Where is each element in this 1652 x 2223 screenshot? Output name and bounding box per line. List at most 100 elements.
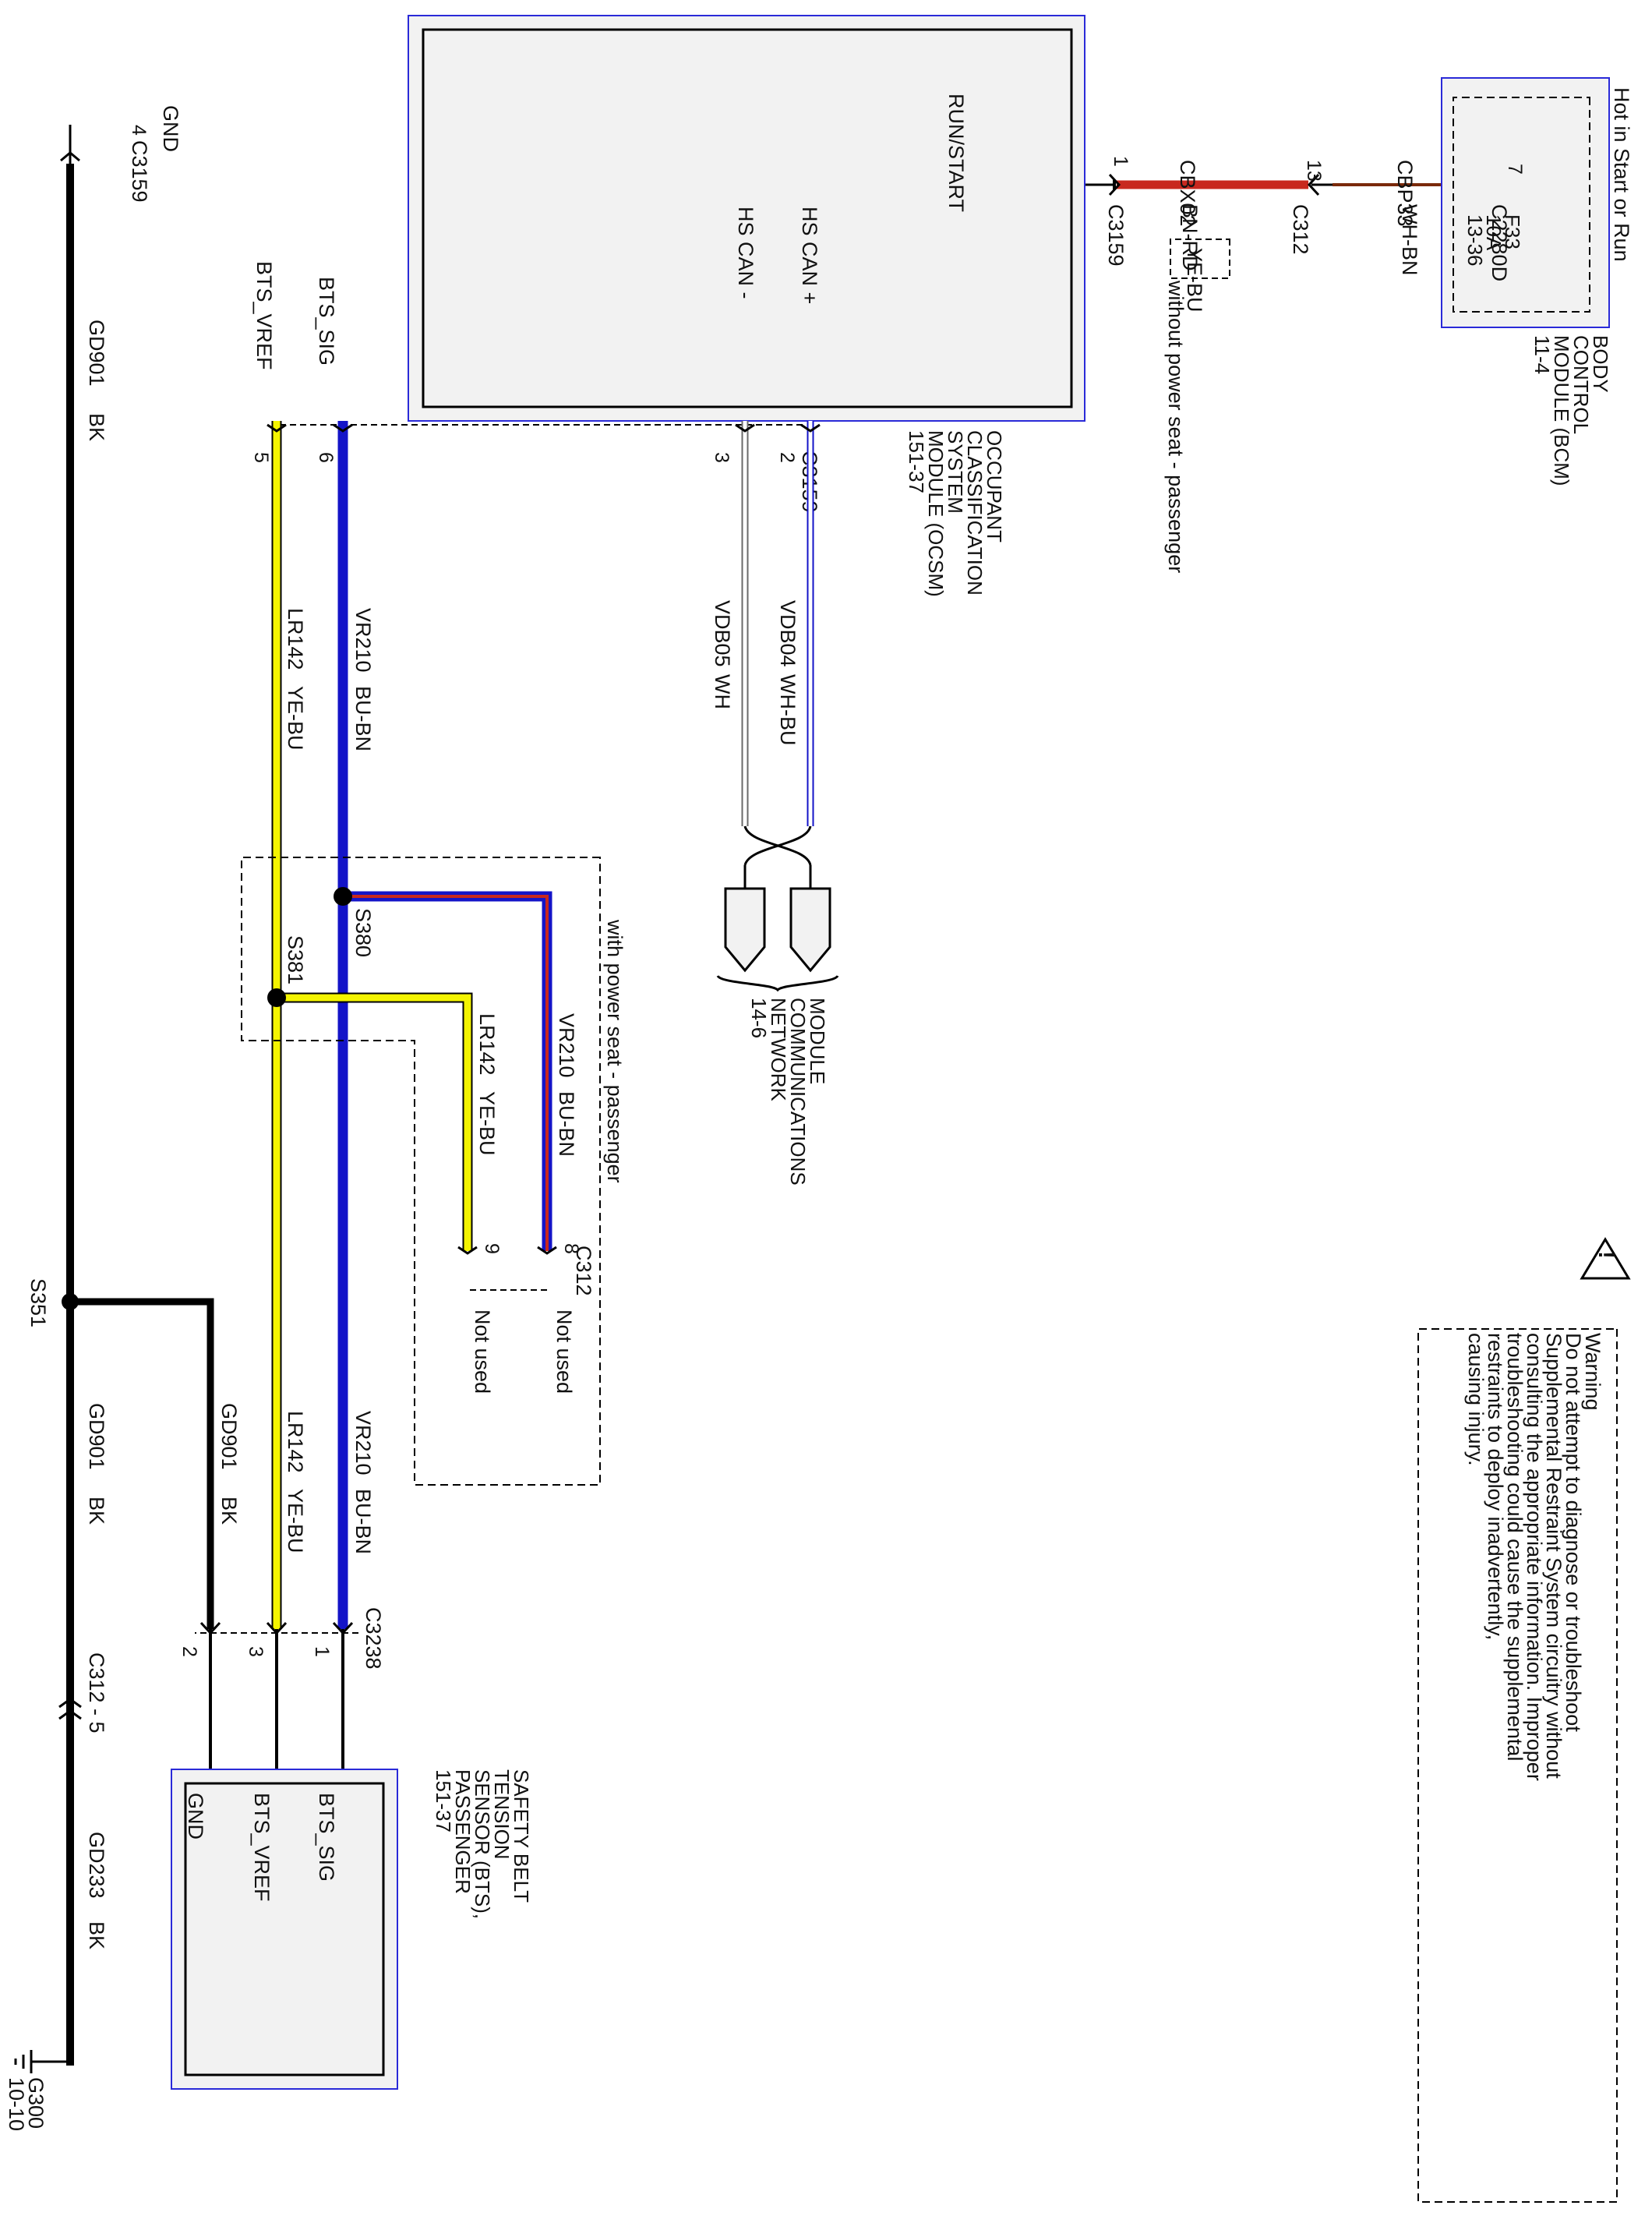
ocsm-run-start: RUN/START — [944, 94, 968, 212]
ocsm-bts-vref: BTS_VREF — [252, 261, 276, 370]
s380-label: S380 — [351, 908, 375, 957]
warning-line-5: restraints to deploy inadvertently, — [1484, 1333, 1507, 1640]
network-brace — [716, 974, 839, 992]
conn-c3159-power: C3159 — [1104, 204, 1128, 267]
ocsm-gnd: GND — [159, 105, 182, 152]
bts-sig-label: BTS_SIG — [315, 1793, 338, 1882]
warning-line-4: troubleshooting could cause the suppleme… — [1503, 1333, 1527, 1761]
bcm-box — [1441, 77, 1610, 328]
lr142-label-2: LR142 — [475, 1013, 499, 1076]
lr142-label-3: LR142 — [284, 1411, 307, 1473]
c3238-pin2-terminal — [199, 1621, 221, 1635]
c3238-pin2: 2 — [178, 1646, 200, 1657]
wire-lr142-branch — [277, 994, 471, 1251]
c3238-pin1: 1 — [311, 1646, 333, 1657]
lr142-color-2: YE-BU — [475, 1091, 499, 1156]
bts-box — [171, 1769, 398, 2090]
c312-5-terminal-a — [58, 1698, 82, 1709]
bcm-module: Hot in Start or Run F33 10A 13-36 BODY C… — [1441, 77, 1633, 486]
fuse-name: F33 — [1501, 214, 1524, 249]
c312-5-terminal-b — [58, 1709, 82, 1720]
conn-c312: C312 — [1289, 204, 1312, 255]
network-name-1: MODULE — [806, 998, 829, 1084]
pin-c3159-power: 1 — [1110, 156, 1131, 167]
network-connector-plus — [789, 887, 831, 973]
lr142-color-3: YE-BU — [284, 1489, 307, 1553]
c312-power-terminal — [1307, 173, 1320, 196]
warning-line-2: Supplemental Restraint System circuitry … — [1542, 1333, 1566, 1779]
lr142-label-1: LR142 — [284, 608, 307, 670]
ocsm-hs-can-minus: HS CAN - — [734, 207, 757, 299]
bts-name-5: 151-37 — [432, 1769, 455, 1832]
warning-line-6: causing injury. — [1464, 1333, 1488, 1466]
conn-c2280d: C2280D — [1488, 204, 1511, 281]
ocsm-inner-box — [422, 28, 1073, 408]
pin-c2280d: 7 — [1504, 164, 1526, 175]
c312-pin8-terminal — [537, 1246, 557, 1255]
network-connector-minus — [724, 887, 766, 973]
gd901-color-1: BK — [85, 413, 108, 441]
power-labels: CBP33 WH-BN 7 C2280D 13 C312 CBX02 BN-RD… — [1104, 156, 1526, 573]
fuse-ref: 13-36 — [1463, 214, 1487, 267]
ocsm-module: RUN/START GND HS CAN + HS CAN - BTS_SIG … — [128, 15, 1085, 597]
warning-block: ! Warning Do not attempt to diagnose or … — [1417, 1237, 1631, 2203]
ocsm-name-3: SYSTEM — [944, 430, 967, 514]
ocsm-name-5: 151-37 — [905, 430, 928, 493]
network-name-4: 14-6 — [747, 998, 771, 1038]
cbp33-color: WH-BN — [1398, 204, 1421, 275]
fuse-rating: 10A — [1482, 214, 1506, 251]
with-power-seat-note: with power seat - passenger — [603, 919, 627, 1183]
bts-gnd-label: GND — [184, 1793, 207, 1840]
bts-name-3: SENSOR (BTS), — [471, 1769, 494, 1919]
vdb04-color: WH-BU — [776, 674, 800, 745]
warning-box — [1417, 1328, 1618, 2203]
ground-wiring — [14, 125, 214, 2073]
hot-label: Hot in Start or Run — [1610, 87, 1633, 262]
not-used-8: Not used — [552, 1309, 576, 1394]
pin-can-minus: 3 — [711, 452, 732, 463]
gd901-color-3: BK — [85, 1497, 108, 1525]
pin-can-plus: 2 — [776, 452, 798, 463]
ocsm-pin5-terminal — [267, 423, 287, 433]
ocsm-bts-sig: BTS_SIG — [315, 277, 338, 366]
warning-line-3: consulting the appropriate information. … — [1523, 1333, 1546, 1781]
ocsm-gnd-conn: C3159 — [128, 140, 151, 203]
gd901-label-2: GD901 — [217, 1403, 241, 1470]
cbx02-label: CBX02 — [1176, 160, 1199, 227]
bcm-name-1: BODY — [1589, 335, 1612, 393]
c3238-label: C3238 — [362, 1607, 385, 1670]
ground-labels: GD901 BK S351 GD901 BK GD901 BK C312 - 5… — [5, 320, 241, 2131]
ocsm-pin6: 6 — [315, 452, 337, 463]
warning-icon-mark: ! — [1594, 1251, 1619, 1259]
vr210-color-2: BU-BN — [555, 1091, 578, 1157]
ocsm-name-1: OCCUPANT — [983, 430, 1006, 542]
bts-name-1: SAFETY BELT — [510, 1769, 533, 1903]
power-seat-option-box — [241, 857, 601, 1486]
c312-conn-label: C312 — [572, 1246, 595, 1296]
vr210-label-2: VR210 — [555, 1013, 578, 1078]
bcm-name-2: CONTROL — [1569, 335, 1593, 434]
cbp33-label: CBP33 — [1393, 160, 1417, 227]
vdb05-label: VDB05 — [711, 600, 734, 667]
gd901-color-2: BK — [217, 1497, 241, 1525]
c312-pin9: 9 — [481, 1243, 503, 1254]
vr210-color-1: BU-BN — [351, 686, 375, 751]
gd901-label-1: GD901 — [85, 320, 108, 387]
bts-module: BTS_SIG BTS_VREF GND SAFETY BELT TENSION… — [171, 1769, 533, 2090]
alt-note: without power seat - passenger — [1164, 280, 1188, 573]
ocsm-pin6-terminal — [333, 423, 353, 433]
ocsm-pin-gnd: 4 — [128, 125, 150, 136]
network-name-3: NETWORK — [767, 998, 790, 1102]
bcm-name-4: 11-4 — [1530, 335, 1554, 374]
ocsm-name-2: CLASSIFICATION — [963, 430, 987, 596]
splice-s381 — [267, 988, 286, 1007]
ground-symbol — [14, 2050, 33, 2073]
wire-gd901-branch — [70, 1298, 214, 1629]
alt-color-box — [1170, 239, 1230, 279]
bts-vref-label: BTS_VREF — [250, 1793, 274, 1902]
gd901-label-3: GD901 — [85, 1403, 108, 1470]
vr210-color-3: BU-BN — [351, 1489, 375, 1554]
splice-s380 — [334, 887, 352, 906]
